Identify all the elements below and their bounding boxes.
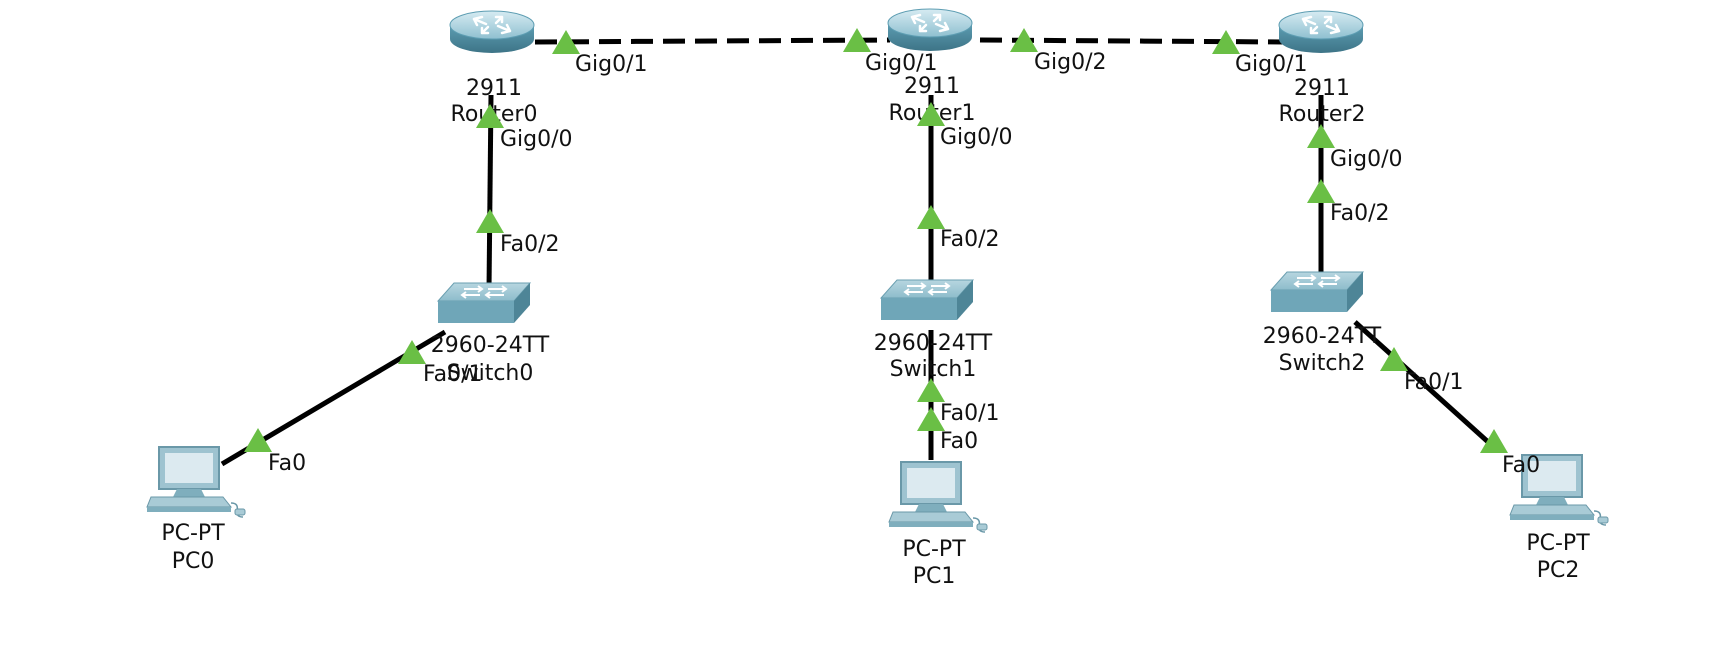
device-router0[interactable]: 2911 Router0	[448, 9, 537, 127]
switch-icon	[1270, 271, 1364, 313]
device-name-label: Router2	[1279, 102, 1366, 127]
device-model-label: 2960-24TT	[431, 333, 550, 358]
device-name-label: PC0	[172, 549, 215, 574]
cable-router0-router1[interactable]	[534, 37, 891, 45]
link-up-indicator	[244, 428, 272, 452]
device-name-label: Switch0	[447, 361, 534, 386]
link-up-indicator	[476, 209, 504, 233]
port-label: Fa0	[940, 429, 978, 454]
port-label: Gig0/1	[575, 52, 648, 77]
port-label: Fa0/2	[940, 227, 1000, 252]
device-model-label: 2960-24TT	[874, 331, 993, 356]
router-icon	[1277, 9, 1365, 55]
port-label: Fa0	[268, 451, 306, 476]
port-label: Fa0/1	[940, 401, 1000, 426]
device-model-label: 2911	[466, 76, 522, 101]
device-model-label: 2911	[904, 74, 960, 99]
device-name-label: PC2	[1537, 558, 1580, 583]
switch-icon	[880, 279, 974, 321]
device-switch2[interactable]: 2960-24TT Switch2	[1263, 271, 1382, 376]
port-label: Fa0/1	[1404, 370, 1464, 395]
device-switch1[interactable]: 2960-24TT Switch1	[874, 279, 993, 382]
port-label: Fa0/2	[500, 232, 560, 257]
link-up-indicator	[1307, 179, 1335, 203]
port-labels: Gig0/1 Gig0/1 Gig0/2 Gig0/1 Gig0/0 Fa0/2…	[268, 50, 1540, 478]
port-label: Fa0	[1502, 453, 1540, 478]
device-model-label: PC-PT	[1526, 531, 1590, 556]
link-up-indicator	[1307, 124, 1335, 148]
device-model-label: 2911	[1294, 76, 1350, 101]
switch-icon	[437, 282, 531, 324]
device-model-label: PC-PT	[161, 521, 225, 546]
port-label: Gig0/0	[940, 125, 1013, 150]
port-label: Fa0/1	[423, 362, 483, 387]
link-up-indicator	[917, 205, 945, 229]
router-icon	[886, 7, 974, 53]
device-router2[interactable]: 2911 Router2	[1277, 9, 1366, 127]
port-label: Gig0/1	[865, 51, 938, 76]
port-label: Gig0/1	[1235, 52, 1308, 77]
device-name-label: Switch1	[890, 357, 977, 382]
port-label: Fa0/2	[1330, 201, 1390, 226]
device-name-label: PC1	[913, 564, 956, 589]
device-model-label: 2960-24TT	[1263, 324, 1382, 349]
device-model-label: PC-PT	[902, 537, 966, 562]
device-pc1[interactable]: PC-PT PC1	[888, 461, 988, 589]
device-switch0[interactable]: 2960-24TT Switch0	[431, 282, 550, 386]
device-pc2[interactable]: PC-PT PC2	[1509, 454, 1609, 583]
pc-icon	[888, 461, 988, 533]
router-icon	[448, 9, 536, 55]
port-label: Gig0/0	[500, 127, 573, 152]
device-pc0[interactable]: PC-PT PC0	[146, 446, 246, 574]
cable-switch2-pc2[interactable]	[1353, 320, 1499, 452]
port-label: Gig0/0	[1330, 147, 1403, 172]
port-label: Gig0/2	[1034, 50, 1107, 75]
device-name-label: Switch2	[1279, 351, 1366, 376]
